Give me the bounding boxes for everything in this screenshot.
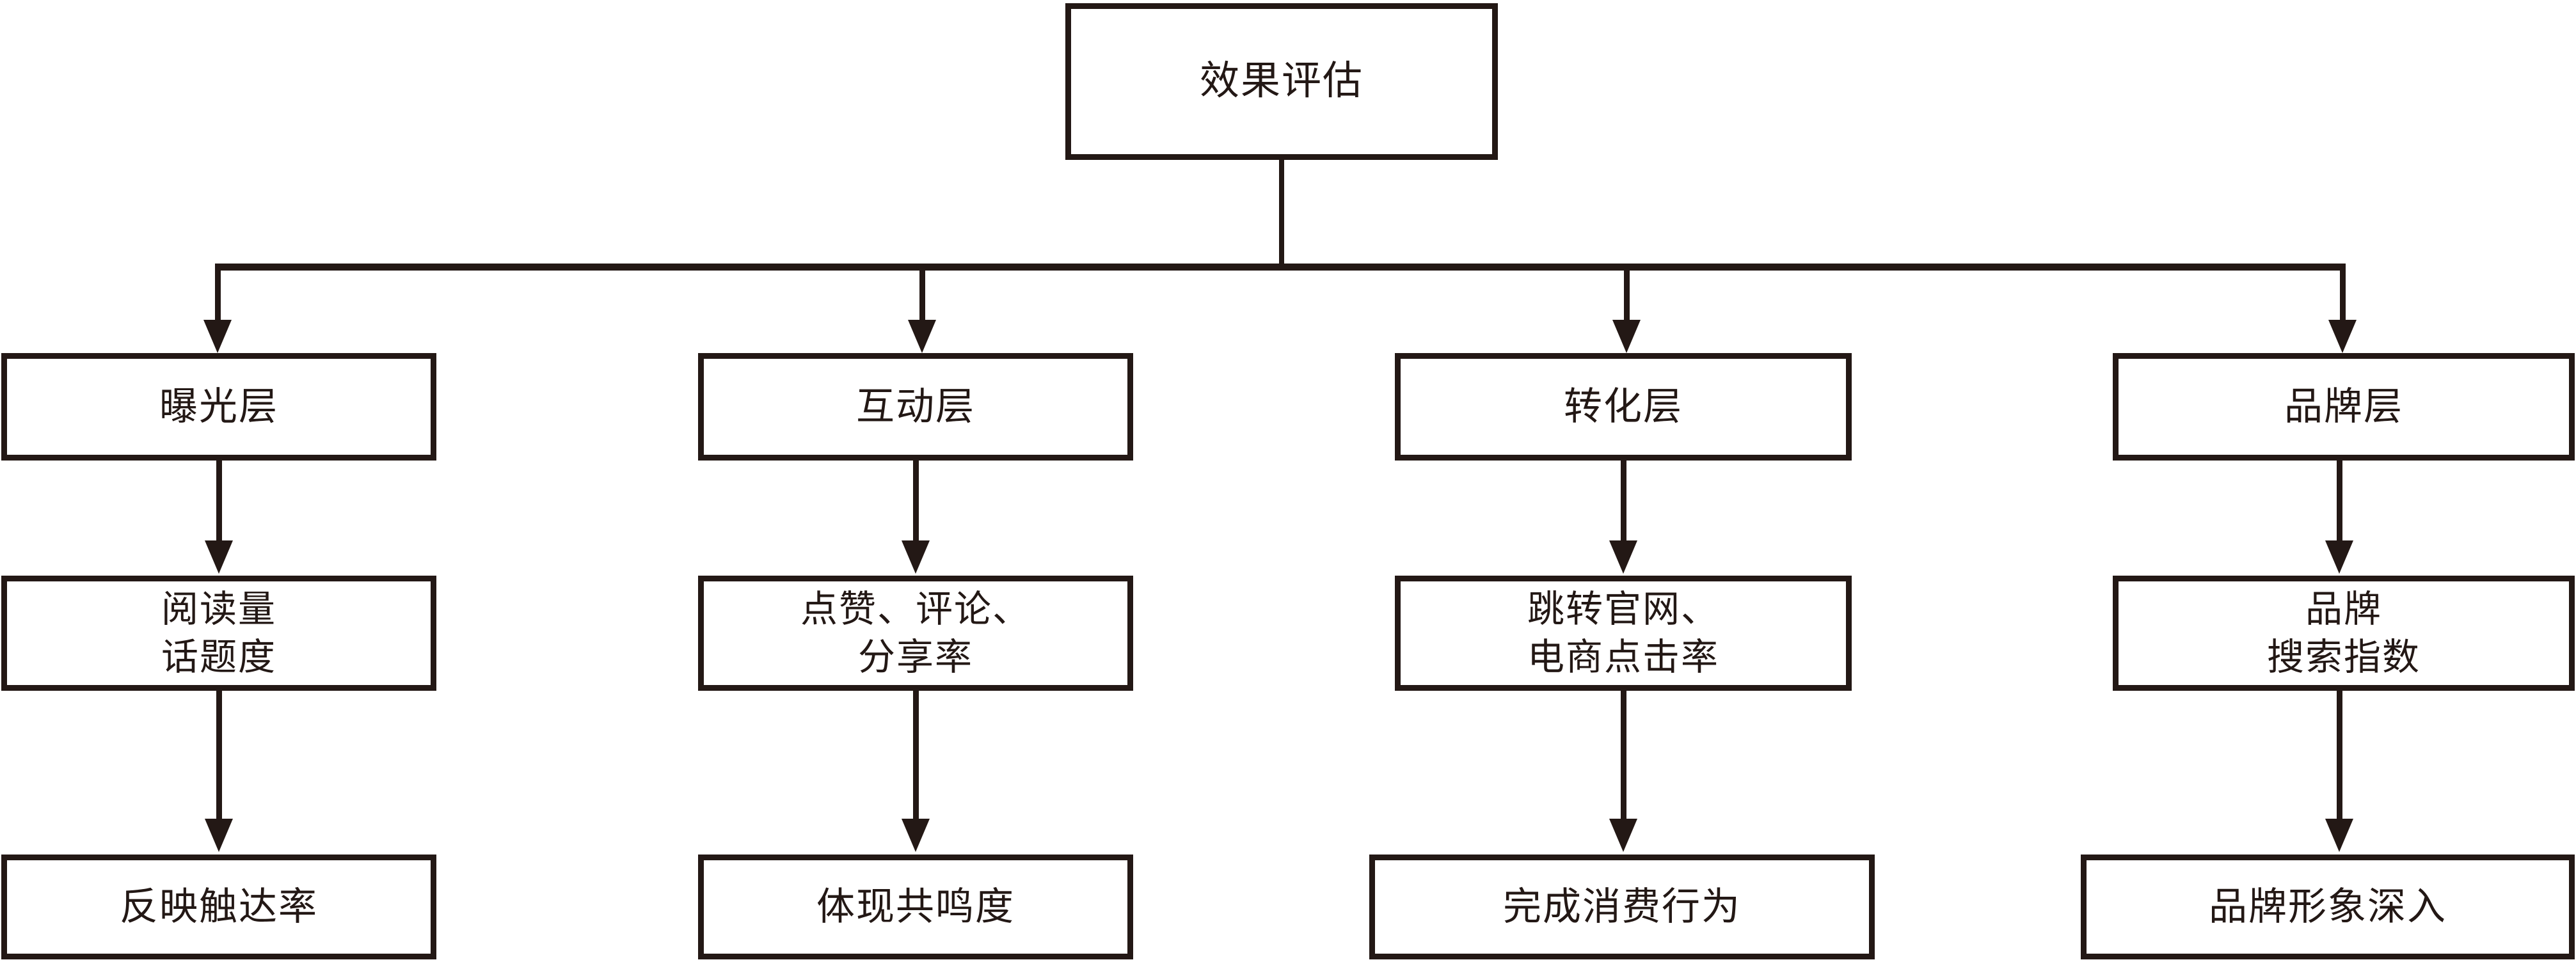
node-root-effect-evaluation[interactable]: 效果评估 — [1065, 3, 1498, 160]
arrowhead-branch-2 — [908, 320, 936, 353]
connector-col-2-layer-to-metrics — [913, 461, 919, 540]
node-metrics-4-label: 品牌 搜索指数 — [2266, 588, 2421, 678]
node-outcome-1-label: 反映触达率 — [120, 886, 318, 928]
connector-branch-1-drop — [215, 264, 221, 325]
connector-distribution-bar — [215, 264, 2346, 271]
connector-branch-3-drop — [1624, 264, 1630, 325]
node-outcome-4-label: 品牌形象深入 — [2209, 886, 2447, 928]
arrowhead-branch-1 — [203, 320, 232, 353]
node-metrics-1-label: 阅读量 话题度 — [161, 588, 276, 678]
node-metrics-3[interactable]: 跳转官网、 电商点击率 — [1395, 576, 1852, 691]
connector-col-2-metrics-to-outcome — [913, 691, 919, 819]
connector-col-1-layer-to-metrics — [216, 461, 222, 540]
arrowhead-branch-4 — [2328, 320, 2357, 353]
node-metrics-2[interactable]: 点赞、评论、 分享率 — [698, 576, 1133, 691]
node-metrics-2-label: 点赞、评论、 分享率 — [800, 588, 1031, 678]
connector-branch-2-drop — [919, 264, 925, 325]
arrowhead-col-3-metrics — [1609, 540, 1637, 574]
node-outcome-2[interactable]: 体现共鸣度 — [698, 855, 1133, 959]
arrowhead-col-4-metrics — [2325, 540, 2353, 574]
node-metrics-3-label: 跳转官网、 电商点击率 — [1527, 588, 1719, 678]
node-layer-1[interactable]: 曝光层 — [1, 353, 436, 461]
node-outcome-3-label: 完成消费行为 — [1503, 886, 1741, 928]
arrowhead-col-2-outcome — [902, 819, 930, 852]
arrowhead-branch-3 — [1612, 320, 1641, 353]
connector-root-stem — [1279, 160, 1284, 270]
node-outcome-3[interactable]: 完成消费行为 — [1369, 855, 1875, 959]
node-layer-3[interactable]: 转化层 — [1395, 353, 1852, 461]
node-metrics-1[interactable]: 阅读量 话题度 — [1, 576, 436, 691]
connector-col-4-metrics-to-outcome — [2337, 691, 2342, 819]
arrowhead-col-3-outcome — [1609, 819, 1637, 852]
node-outcome-1[interactable]: 反映触达率 — [1, 855, 436, 959]
connector-col-1-metrics-to-outcome — [216, 691, 222, 819]
node-metrics-4[interactable]: 品牌 搜索指数 — [2113, 576, 2575, 691]
connector-branch-4-drop — [2340, 264, 2346, 325]
node-layer-3-label: 转化层 — [1564, 386, 1683, 428]
arrowhead-col-4-outcome — [2325, 819, 2353, 852]
node-layer-2-label: 互动层 — [856, 386, 975, 428]
connector-col-4-layer-to-metrics — [2337, 461, 2342, 540]
node-layer-2[interactable]: 互动层 — [698, 353, 1133, 461]
node-outcome-4[interactable]: 品牌形象深入 — [2081, 855, 2575, 959]
node-layer-1-label: 曝光层 — [159, 386, 278, 428]
node-layer-4[interactable]: 品牌层 — [2113, 353, 2575, 461]
connector-col-3-metrics-to-outcome — [1621, 691, 1626, 819]
arrowhead-col-1-outcome — [205, 819, 233, 852]
node-outcome-2-label: 体现共鸣度 — [816, 886, 1015, 928]
connector-col-3-layer-to-metrics — [1621, 461, 1626, 540]
node-layer-4-label: 品牌层 — [2284, 386, 2403, 428]
arrowhead-col-1-metrics — [205, 540, 233, 574]
arrowhead-col-2-metrics — [902, 540, 930, 574]
node-root-label: 效果评估 — [1199, 59, 1364, 104]
